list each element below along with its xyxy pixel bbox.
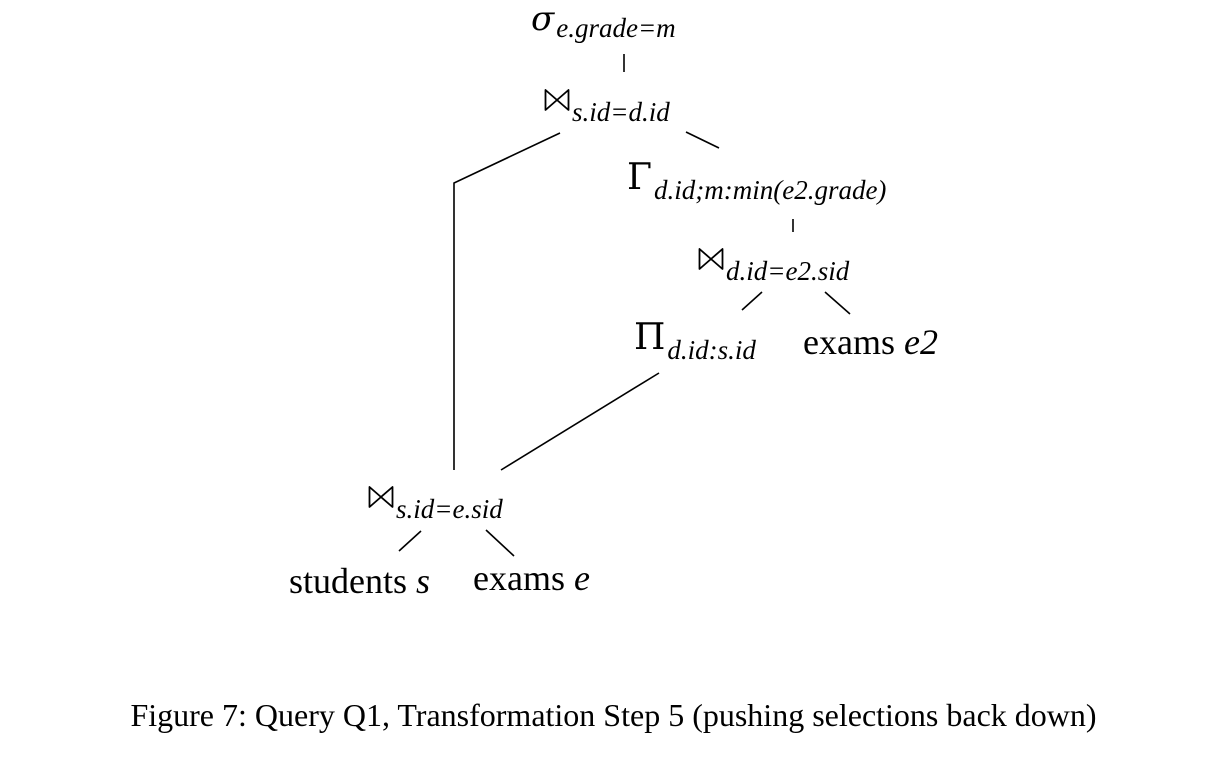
selection-node: σe.grade=m <box>531 0 676 42</box>
edge-bottomjoin-exams-e <box>485 529 515 557</box>
grouping-symbol: Γ <box>627 157 652 198</box>
relation-exams-e: exams e <box>473 560 590 596</box>
selection-condition: e.grade=m <box>556 13 676 43</box>
edge-innerjoin-projection <box>741 291 763 311</box>
relation-name: exams <box>473 558 565 598</box>
join-icon <box>698 248 724 270</box>
bottom-join-condition: s.id=e.sid <box>396 494 503 524</box>
edge-projection-bottomjoin <box>500 372 660 471</box>
join-icon <box>544 89 570 111</box>
bottom-join-node: ⋈s.id=e.sid <box>368 485 503 523</box>
relation-name: students <box>289 561 408 601</box>
projection-node: Πd.id:s.id <box>634 317 756 364</box>
projection-symbol: Π <box>634 317 666 358</box>
relation-alias: e2 <box>903 322 938 362</box>
relation-name: exams <box>803 322 895 362</box>
edge-bottomjoin-students <box>398 530 422 552</box>
join-icon <box>368 486 394 508</box>
relation-alias: e <box>573 558 590 598</box>
figure-caption: Figure 7: Query Q1, Transformation Step … <box>130 697 1097 733</box>
edge-innerjoin-exams-e2 <box>824 291 851 315</box>
projection-spec: d.id:s.id <box>667 335 756 365</box>
relation-exams-e2: exams e2 <box>803 324 938 360</box>
edge-topjoin-bottomjoin <box>453 132 561 470</box>
top-join-condition: s.id=d.id <box>572 97 670 127</box>
selection-symbol: σ <box>531 0 555 39</box>
relation-students-s: students s <box>289 563 430 599</box>
relation-alias: s <box>416 561 431 601</box>
edge-topjoin-grouping <box>685 131 720 149</box>
grouping-node: Γd.id;m:min(e2.grade) <box>627 157 886 204</box>
grouping-spec: d.id;m:min(e2.grade) <box>653 175 887 205</box>
top-join-node: ⋈s.id=d.id <box>544 88 670 126</box>
inner-join-condition: d.id=e2.sid <box>726 256 850 286</box>
inner-join-node: ⋈d.id=e2.sid <box>698 247 849 285</box>
